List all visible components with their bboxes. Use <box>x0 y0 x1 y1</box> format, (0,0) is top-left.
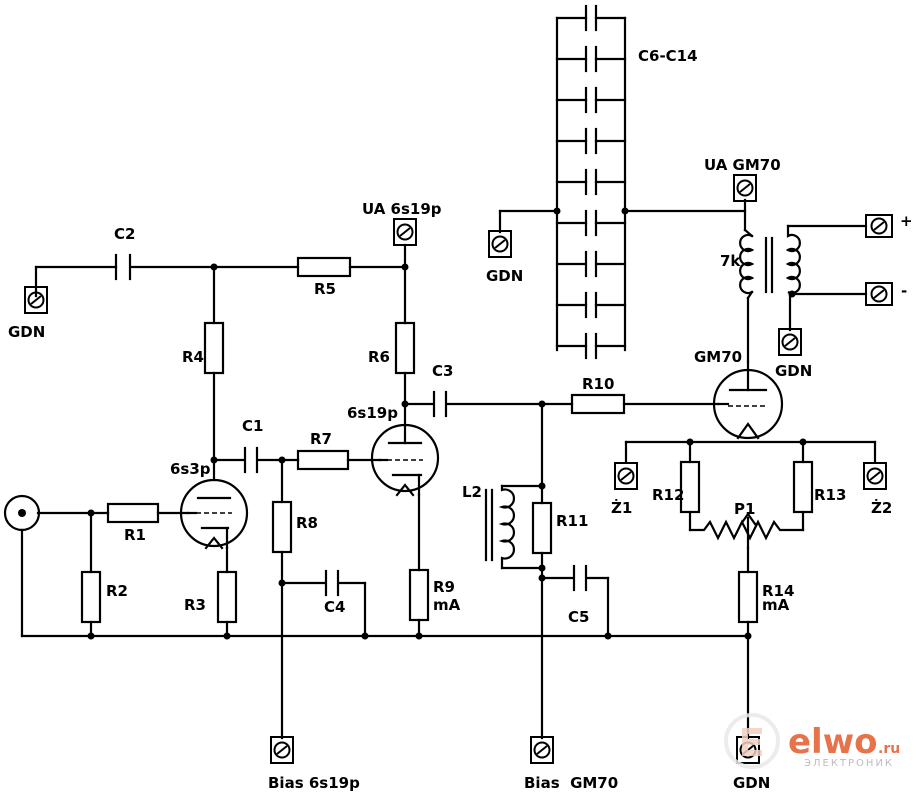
label-c6-c14: C6-C14 <box>638 47 698 65</box>
label-r6: R6 <box>368 348 390 366</box>
resistor-r3 <box>216 570 238 624</box>
resistor-r1 <box>106 502 160 524</box>
tube-6s19p <box>370 423 440 497</box>
label-gm70: GM70 <box>694 348 742 366</box>
label-r9-ma: mA <box>433 596 461 614</box>
potentiometer-p1 <box>688 512 805 550</box>
resistor-r2 <box>80 570 102 624</box>
label-r3: R3 <box>184 596 206 614</box>
capacitor-c5 <box>572 564 588 592</box>
capacitor-bank-c6-c14 <box>555 4 627 360</box>
labels: C6-C14 UA GM70 UA 6s19p C2 R5 GDN GDN 7k… <box>8 47 913 792</box>
tube-gm70 <box>712 360 784 440</box>
resistor-r6 <box>394 321 416 375</box>
capacitor-bank-cell <box>555 291 627 319</box>
resistor-r7 <box>296 449 350 471</box>
label-r10: R10 <box>582 375 614 393</box>
label-p1: P1 <box>734 500 755 518</box>
label-gdn-right: GDN <box>775 362 812 380</box>
label-c1: C1 <box>242 417 263 435</box>
capacitor-bank-cell <box>555 86 627 114</box>
label-ua-6s19p: UA 6s19p <box>362 200 442 218</box>
label-r2: R2 <box>106 582 128 600</box>
resistor-r4 <box>203 321 225 375</box>
label-c5: C5 <box>568 608 589 626</box>
capacitor-bank-cell <box>555 127 627 155</box>
watermark-suffix: .ru <box>878 741 900 757</box>
watermark-tagline: ЭЛЕКТРОНИК <box>804 758 894 769</box>
capacitors <box>114 253 588 597</box>
label-r5: R5 <box>314 280 336 298</box>
wires <box>20 198 877 740</box>
capacitor-bank-cell <box>555 168 627 196</box>
label-r11: R11 <box>556 512 588 530</box>
label-r8: R8 <box>296 514 318 532</box>
label-z2: Ż2 <box>871 498 892 517</box>
resistors <box>80 256 814 624</box>
label-gdn-left: GDN <box>8 323 45 341</box>
watermark-brand: elwo <box>788 722 877 762</box>
terminal-output-plus[interactable] <box>865 214 893 238</box>
label-r12: R12 <box>652 486 684 504</box>
label-r14: R14 <box>762 582 794 600</box>
terminal-gdn-top[interactable] <box>488 230 512 258</box>
label-7k: 7k <box>720 252 741 270</box>
label-6s3p: 6s3p <box>170 460 211 478</box>
label-bias-6s19p: Bias 6s19p <box>268 774 360 792</box>
terminal-bias-gm70[interactable] <box>530 736 554 764</box>
elwo-logo-icon <box>724 713 780 769</box>
label-minus: - <box>901 282 907 300</box>
capacitor-bank-cell <box>555 250 627 278</box>
terminal-z2[interactable] <box>863 462 887 490</box>
capacitor-c1 <box>243 446 259 474</box>
inductor-l2 <box>484 484 516 570</box>
terminal-gdn-right[interactable] <box>778 328 802 356</box>
label-l2: L2 <box>462 483 482 501</box>
resistor-r12 <box>679 460 701 514</box>
tube-6s3p <box>179 478 249 550</box>
output-transformer <box>739 224 801 296</box>
resistor-r9 <box>408 568 430 622</box>
label-r4: R4 <box>182 348 204 366</box>
label-c2: C2 <box>114 225 135 243</box>
capacitor-c2 <box>114 253 132 281</box>
resistor-r11 <box>531 501 553 555</box>
label-r1: R1 <box>124 526 146 544</box>
label-c3: C3 <box>432 362 453 380</box>
capacitor-bank-cell <box>555 45 627 73</box>
label-ua-gm70: UA GM70 <box>704 156 781 174</box>
label-r13: R13 <box>814 486 846 504</box>
label-gdn-top: GDN <box>486 267 523 285</box>
elwo-watermark: elwo .ru ЭЛЕКТРОНИК <box>724 713 900 769</box>
label-c4: C4 <box>324 598 345 616</box>
resistor-r5 <box>296 256 352 278</box>
label-6s19p: 6s19p <box>347 404 398 422</box>
capacitor-c4 <box>324 569 340 597</box>
capacitor-bank-cell <box>555 4 627 32</box>
label-plus: + <box>900 212 913 230</box>
resistor-r14 <box>737 570 759 624</box>
terminal-output-minus[interactable] <box>865 282 893 306</box>
resistor-r10 <box>570 393 626 415</box>
coax-input-jack-icon[interactable] <box>3 494 41 532</box>
capacitor-bank-cell <box>555 332 627 360</box>
label-r9: R9 <box>433 578 455 596</box>
input-jack[interactable] <box>3 494 41 532</box>
label-bias-gm70: Bias GM70 <box>524 774 618 792</box>
capacitor-bank-cell <box>555 209 627 237</box>
terminal-ua-gm70[interactable] <box>733 174 757 202</box>
resistor-r13 <box>792 460 814 514</box>
capacitor-c3 <box>432 390 448 418</box>
label-gdn-bottom: GDN <box>733 774 770 792</box>
terminal-bias-6s19p[interactable] <box>270 736 294 764</box>
junction-dots <box>87 207 807 640</box>
label-r14-ma: mA <box>762 596 790 614</box>
label-z1: Ż1 <box>611 498 632 517</box>
terminal-z1[interactable] <box>614 462 638 490</box>
label-r7: R7 <box>310 430 332 448</box>
resistor-r8 <box>271 500 293 554</box>
terminal-ua-6s19p[interactable] <box>393 218 417 246</box>
